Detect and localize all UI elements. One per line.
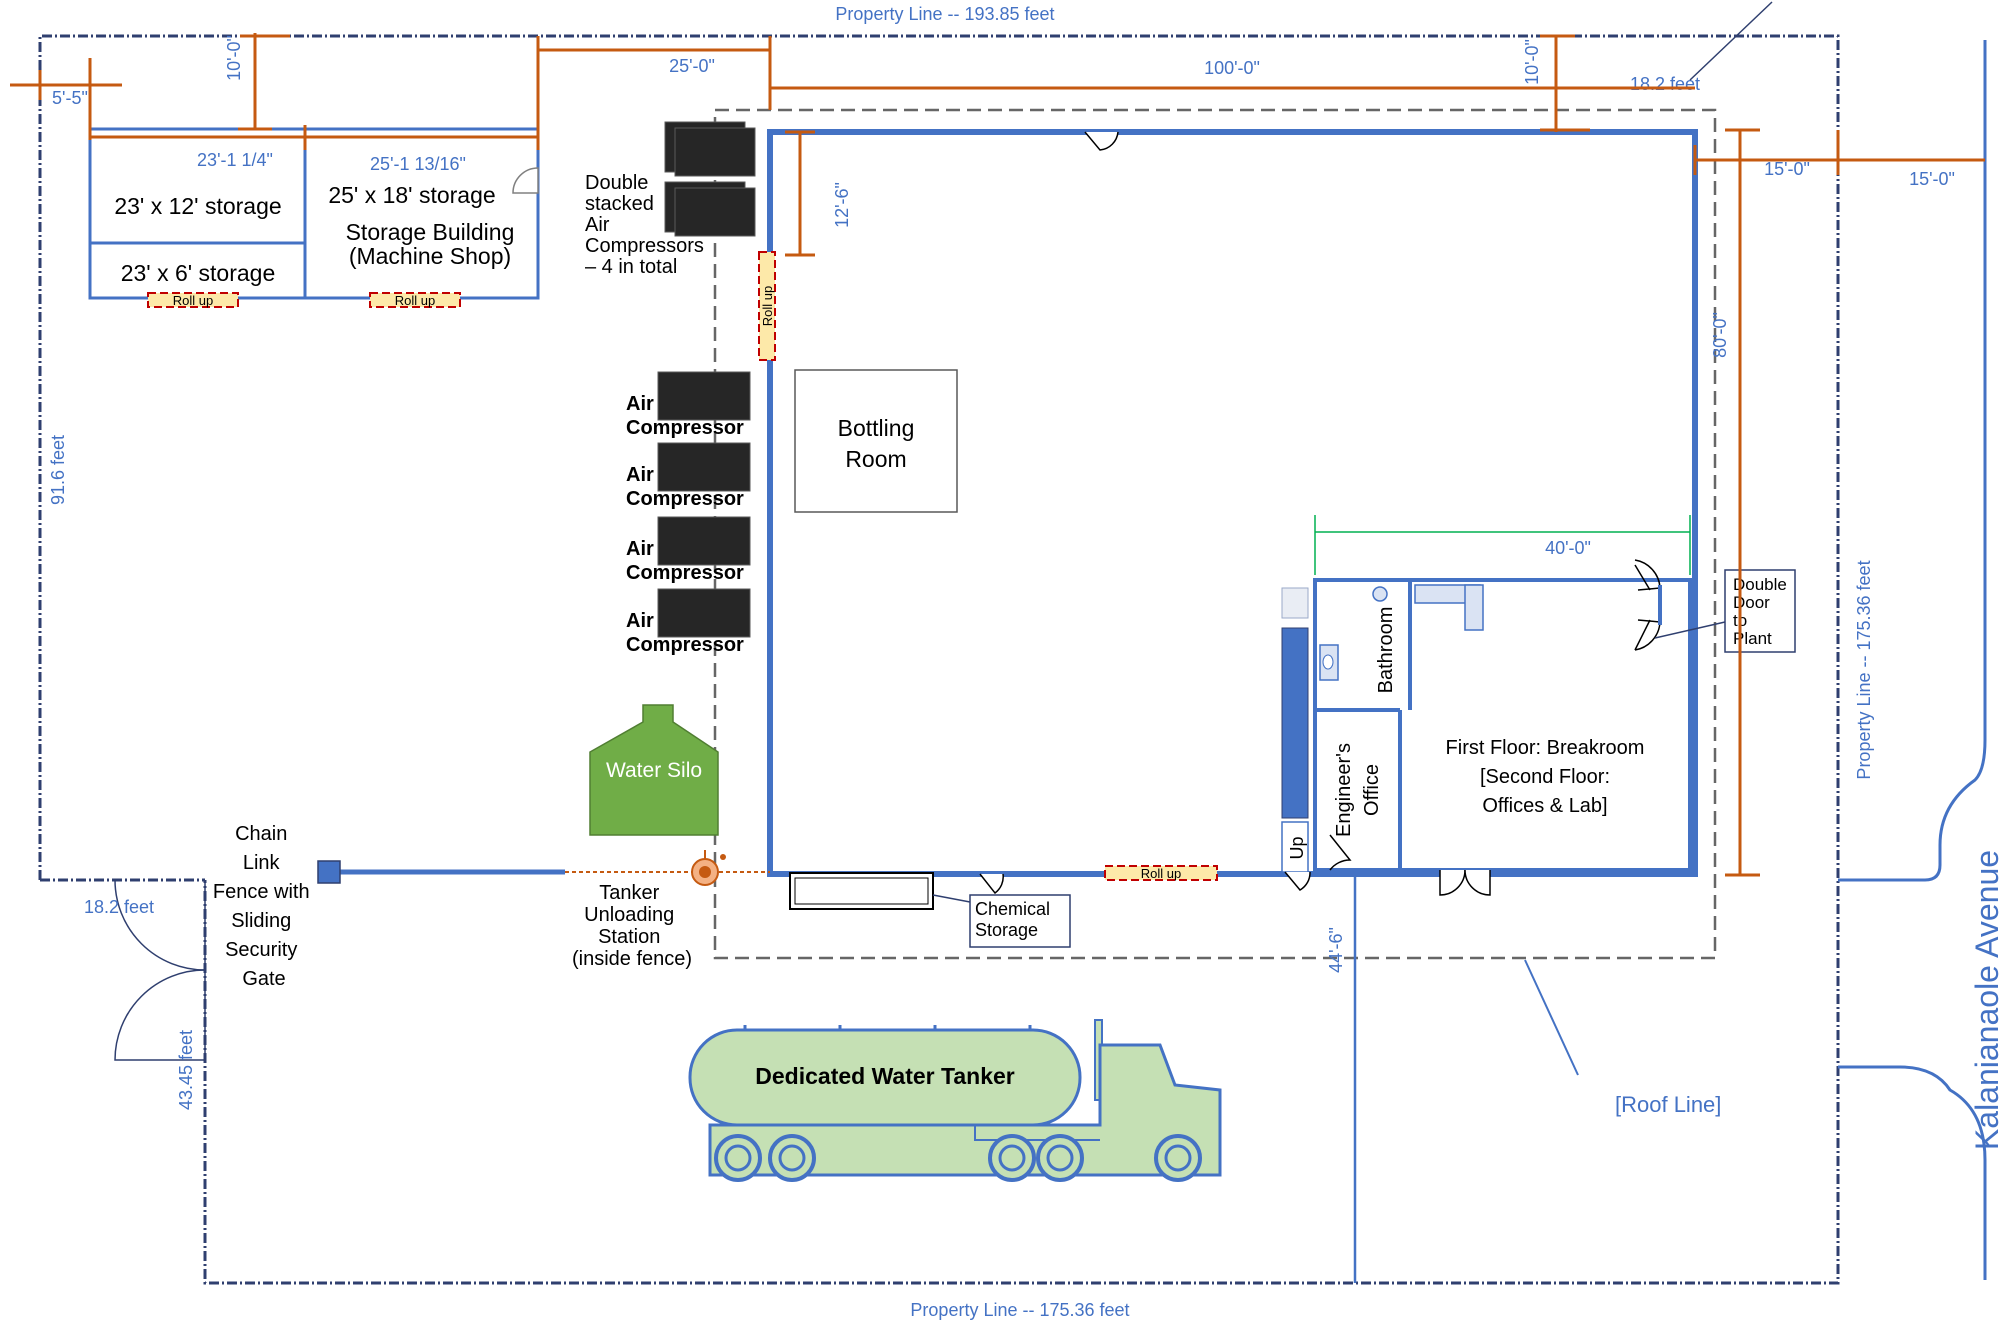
air-compressor-label: Air Compressor: [626, 464, 744, 510]
main-building: [767, 129, 1698, 877]
street-curb: [1838, 40, 1987, 1280]
rollup-label: Roll up: [760, 286, 775, 326]
bathroom-label: Bathroom: [1375, 607, 1397, 694]
dim-25-13: 25'-1 13/16": [370, 154, 466, 174]
office-block: [1281, 559, 1692, 896]
chemical-storage-callout: [969, 894, 1071, 948]
roof-line-label: [Roof Line]: [1615, 1092, 1721, 1117]
engineers-office-line2: Office: [1361, 764, 1383, 816]
chemical-storage-line2: Storage: [975, 920, 1038, 940]
double-stacked-label: Double stacked Air Compressors – 4 in to…: [585, 172, 709, 278]
dim-44-6: 44'-6": [1326, 927, 1346, 973]
double-door-line1: Double: [1733, 575, 1787, 594]
water-silo: [589, 704, 719, 836]
double-door-callout: [1724, 569, 1796, 653]
water-tanker-truck: [688, 1019, 1222, 1182]
double-door-line2: Door: [1733, 593, 1770, 612]
rollup-label: Roll up: [395, 293, 435, 308]
lower-left-length: 43.45 feet: [176, 1030, 196, 1110]
water-silo-label: Water Silo: [606, 759, 702, 782]
storage-room-a: 23' x 12' storage: [114, 193, 281, 219]
storage-building-subtitle: (Machine Shop): [349, 243, 511, 269]
property-line-left: 91.6 feet: [48, 435, 68, 505]
chemical-storage-tank-inner: [794, 877, 929, 905]
property-line-top: Property Line -- 193.85 feet: [835, 4, 1054, 24]
roof-leader: [1524, 959, 1579, 1076]
rollup-label: Roll up: [1141, 866, 1181, 881]
dim-100: 100'-0": [1204, 58, 1260, 78]
bottling-room: [794, 369, 958, 513]
air-compressor: [657, 371, 751, 638]
dim-10-left: 10'-0": [224, 35, 244, 81]
dim-80: 80'-0": [1710, 312, 1730, 358]
breakroom-line3: Offices & Lab]: [1482, 795, 1607, 817]
dim-15-a: 15'-0": [1764, 159, 1810, 179]
bottling-room-line1: Bottling: [838, 415, 915, 441]
chemical-leader: [932, 894, 971, 903]
dim-15-b: 15'-0": [1909, 169, 1955, 189]
property-fence: [38, 34, 1840, 1285]
dim-25: 25'-0": [669, 56, 715, 76]
double-door-leader: [1654, 621, 1726, 639]
chain-link-label: Chain Link Fence with Sliding Security G…: [213, 823, 315, 990]
double-door-line4: Plant: [1733, 629, 1772, 648]
top-right-leader: [1689, 1, 1773, 81]
stair-up-label: Up: [1287, 836, 1307, 859]
rollup-door: [1104, 865, 1218, 881]
breakroom-line1: First Floor: Breakroom: [1446, 737, 1645, 759]
rollup-label: Roll up: [173, 293, 213, 308]
door-swing: [979, 873, 1004, 895]
dim-12-6: 12'-6": [832, 182, 852, 228]
chemical-storage-tank: [789, 872, 934, 910]
top-right-length: 18.2 feet: [1630, 74, 1700, 94]
dim-10-right: 10'-0": [1522, 39, 1542, 85]
property-line-right: Property Line -- 175.36 feet: [1854, 560, 1874, 779]
gate-swing: [114, 879, 206, 1061]
dim-40: 40'-0": [1545, 538, 1591, 558]
street-name: Kalanianaole Avenue: [1969, 850, 2005, 1150]
air-compressor-label: Air Compressor: [626, 393, 744, 439]
dim-5-5: 5'-5": [52, 88, 88, 108]
air-compressor-label: Air Compressor: [626, 610, 744, 656]
water-pipe: [317, 850, 770, 886]
bottling-room-line2: Room: [845, 446, 906, 472]
tanker-truck-label: Dedicated Water Tanker: [755, 1063, 1015, 1089]
rollup-door: [369, 292, 461, 308]
rollup-door: [147, 292, 239, 308]
rollup-door: [758, 251, 776, 361]
double-stacked-compressors: [664, 121, 756, 237]
dimension-40: [1314, 515, 1691, 575]
property-line-bottom: Property Line -- 175.36 feet: [910, 1300, 1129, 1320]
dimension-lines: [10, 33, 1985, 877]
storage-room-b: 23' x 6' storage: [121, 260, 276, 286]
gate-width-label: 18.2 feet: [84, 897, 154, 917]
air-compressor-label: Air Compressor: [626, 538, 744, 584]
storage-building: [88, 127, 540, 300]
storage-building-title: Storage Building: [346, 219, 515, 245]
tanker-station-label: Tanker Unloading Station (inside fence): [572, 882, 692, 970]
chemical-storage-line1: Chemical: [975, 899, 1050, 919]
engineers-office-line1: Engineer's: [1333, 743, 1355, 837]
breakroom-line2: [Second Floor:: [1480, 766, 1610, 788]
dim-23: 23'-1 1/4": [197, 150, 273, 170]
storage-room-c: 25' x 18' storage: [328, 182, 495, 208]
